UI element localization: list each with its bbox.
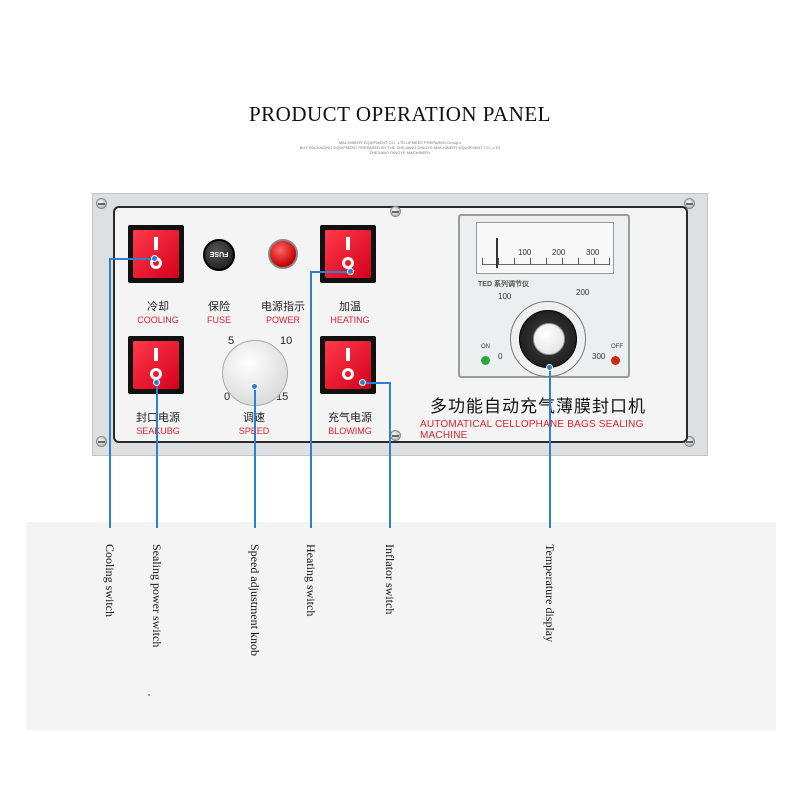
- on-label: ON: [481, 344, 490, 350]
- subtitle-line: ZHEJIANG DINGYE MACHINERY: [369, 150, 431, 155]
- power-off-icon: [342, 368, 354, 380]
- callout-area: [26, 522, 776, 730]
- off-led: [611, 356, 620, 365]
- fuse-cap-text: FUSE: [209, 250, 229, 257]
- dial-num: 200: [576, 288, 590, 297]
- company-subtitle: MACHINERY EQUIPMENT CO., LTD UPMENT PREP…: [290, 140, 510, 155]
- gauge-needle: [496, 238, 498, 268]
- fuse-holder[interactable]: FUSE: [203, 239, 235, 271]
- meter-num: 300: [586, 248, 600, 257]
- cooling-label-en: COOLING: [137, 315, 179, 325]
- gauge-meter-window: [476, 222, 614, 274]
- power-on-icon: [154, 348, 158, 361]
- screw-icon: [390, 430, 401, 441]
- fuse-label-en: FUSE: [206, 315, 231, 325]
- gauge-model: TED 系列调节仪: [478, 281, 529, 288]
- power-off-icon: [150, 368, 162, 380]
- callout-inflator-switch: Inflator switch: [383, 544, 397, 615]
- heating-label-zh: 加温: [339, 301, 361, 313]
- power-off-icon: [342, 257, 354, 269]
- screw-icon: [96, 436, 107, 447]
- sealing-label-zh: 封口电源: [136, 412, 180, 424]
- machine-name-zh: 多功能自动充气薄膜封口机: [430, 397, 646, 416]
- cooling-switch[interactable]: [128, 225, 184, 283]
- subtitle-line: MACHINERY EQUIPMENT CO., LTD UPMENT PREP…: [338, 140, 462, 145]
- temperature-leader-dot: [546, 364, 553, 371]
- temperature-dial-cap: [533, 323, 565, 355]
- speed-label-en: SPEED: [219, 426, 289, 436]
- screw-icon: [390, 206, 401, 217]
- cooling-leader-dot: [151, 255, 158, 262]
- power-label-en: POWER: [265, 315, 300, 325]
- sealing-label-en: SEAKUBG: [136, 426, 180, 436]
- speed-scale-10: 10: [280, 335, 293, 347]
- power-label-zh: 电源指示: [261, 301, 305, 313]
- power-on-icon: [346, 348, 350, 361]
- power-indicator-lamp: [268, 239, 298, 269]
- cooling-label-zh: 冷却: [147, 301, 169, 313]
- page-title: PRODUCT OPERATION PANEL: [248, 102, 552, 126]
- speed-scale-5: 5: [228, 335, 235, 347]
- rocker-face: [133, 230, 179, 278]
- cooling-leader: [109, 258, 111, 528]
- meter-num: 200: [552, 248, 566, 257]
- callout-heating-switch: Heating switch: [304, 544, 318, 617]
- gauge-meter-scale: [482, 252, 610, 265]
- off-label: OFF: [611, 344, 623, 350]
- callout-speed-knob: Speed adjustment knob: [248, 544, 262, 656]
- cooling-leader: [109, 258, 154, 260]
- power-on-icon: [346, 237, 350, 250]
- speed-leader: [254, 386, 256, 528]
- speed-leader-dot: [251, 383, 258, 390]
- power-on-icon: [154, 237, 158, 250]
- dial-num: 100: [498, 292, 512, 301]
- fuse-label-zh: 保险: [208, 301, 230, 313]
- sealing-leader-dot: [153, 379, 160, 386]
- screw-icon: [684, 198, 695, 209]
- callout-sealing-power-switch: Sealing power switch: [150, 544, 164, 648]
- inflator-leader: [362, 382, 390, 384]
- blowing-label-en: BLOWIMG: [328, 426, 372, 436]
- stray-dot: [148, 694, 150, 696]
- heating-leader: [310, 271, 350, 273]
- inflator-leader: [389, 382, 391, 528]
- inflator-switch[interactable]: [320, 336, 376, 394]
- meter-num: 100: [518, 248, 532, 257]
- speed-scale-0: 0: [224, 391, 231, 403]
- sealing-leader: [156, 382, 158, 528]
- machine-name-en: AUTOMATICAL CELLOPHANE BAGS SEALING MACH…: [420, 419, 644, 441]
- temperature-leader: [549, 367, 551, 528]
- on-led: [481, 356, 490, 365]
- blowing-label-zh: 充气电源: [328, 412, 372, 424]
- inflator-leader-dot: [359, 379, 366, 386]
- callout-cooling-switch: Cooling switch: [103, 544, 117, 618]
- subtitle-line: BUY PACKAGING EQUIPMENT PREPARED BY THE …: [299, 145, 501, 150]
- dial-num: 300: [592, 352, 606, 361]
- heating-leader-dot: [347, 268, 354, 275]
- dial-num: 0: [498, 352, 503, 361]
- screw-icon: [96, 198, 107, 209]
- heating-label-en: HEATING: [330, 315, 370, 325]
- callout-temperature-display: Temperature display: [543, 544, 557, 643]
- heating-leader: [310, 271, 312, 528]
